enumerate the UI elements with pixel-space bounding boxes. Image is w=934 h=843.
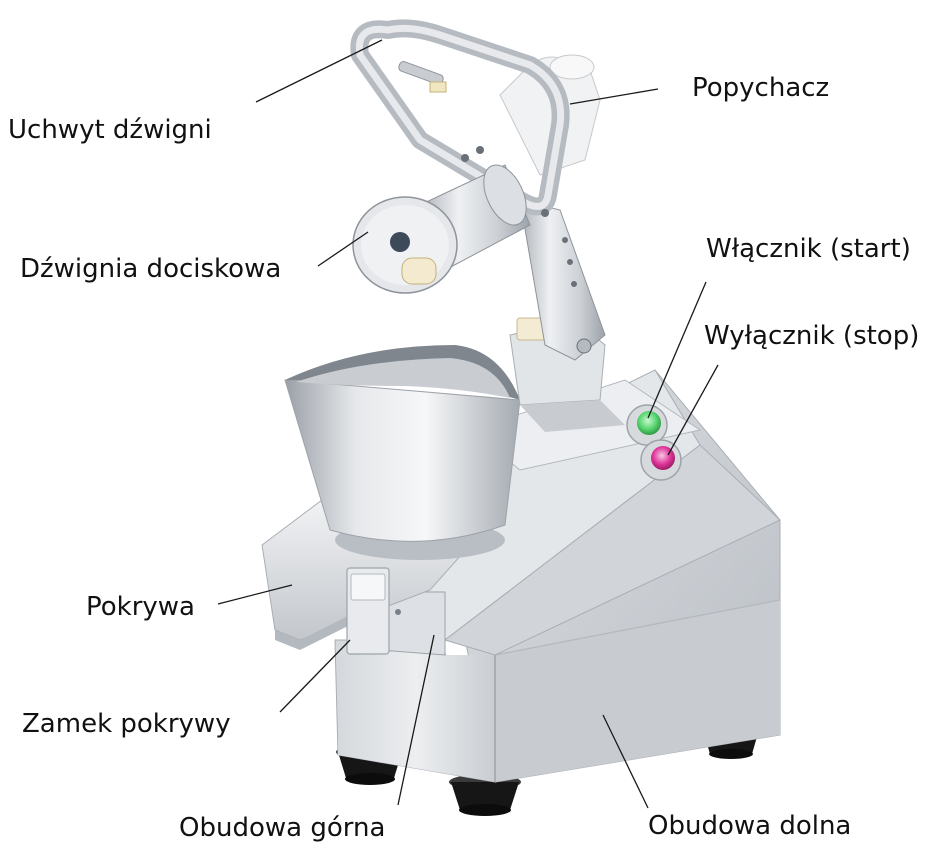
label-lever-handle: Uchwyt dźwigni	[8, 117, 212, 143]
label-lid-lock: Zamek pokrywy	[22, 711, 231, 737]
label-lower-housing: Obudowa dolna	[648, 813, 851, 839]
label-upper-housing: Obudowa górna	[179, 815, 385, 841]
label-pusher: Popychacz	[692, 75, 829, 101]
stop-button[interactable]	[641, 440, 681, 480]
start-button[interactable]	[627, 405, 667, 445]
label-press-lever: Dźwignia dociskowa	[20, 256, 281, 282]
label-stop-switch: Wyłącznik (stop)	[704, 323, 919, 349]
label-start-switch: Włącznik (start)	[706, 236, 911, 262]
label-lid: Pokrywa	[86, 594, 195, 620]
